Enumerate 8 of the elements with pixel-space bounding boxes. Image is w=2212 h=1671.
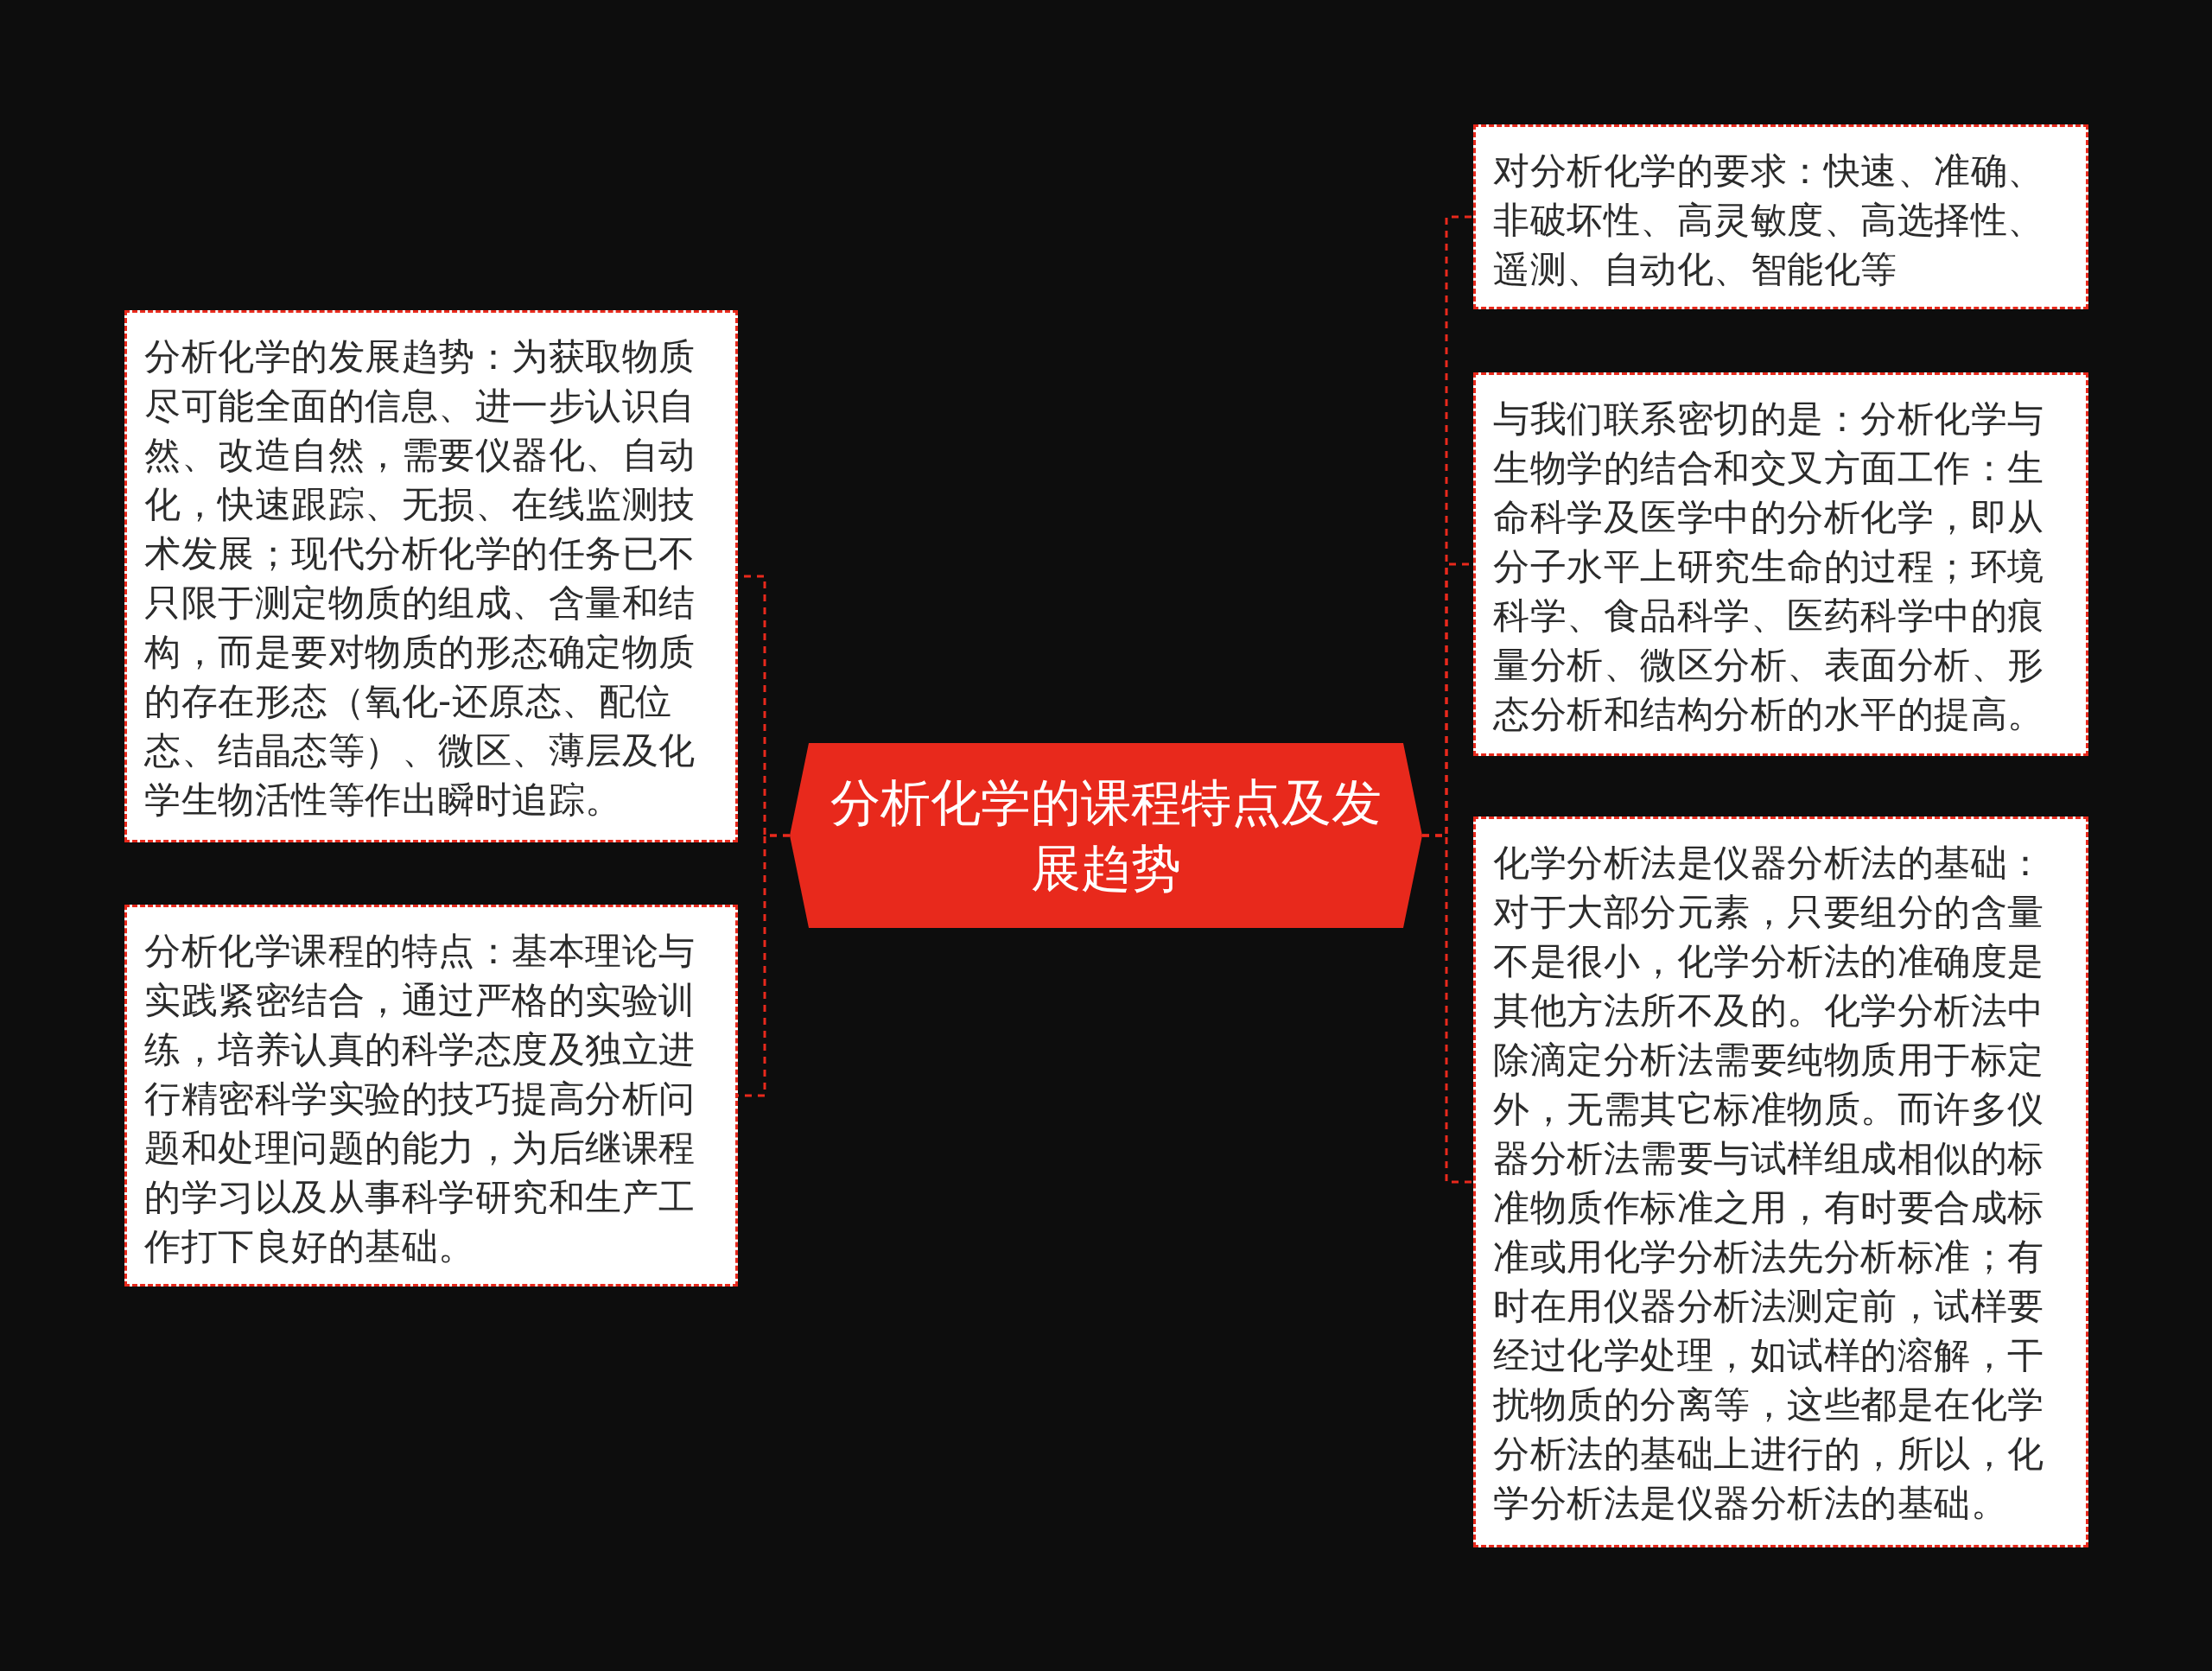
topic-text: 分析化学的课程特点及发展趋势 — [830, 772, 1382, 899]
text-box: 对分析化学的要求：快速、准确、非破坏性、高灵敏度、高选择性、遥测、自动化、智能化等 — [1473, 124, 2088, 309]
text-box: 与我们联系密切的是：分析化学与生物学的结合和交叉方面工作：生命科学及医学中的分析化学，即从分子水平上研究生命的过程；环境科学、食品科学、医药科学中的痕量分析、微区分析、表面分析、形态分析和结构分析的水平的提高。 — [1473, 372, 2088, 756]
text-box: 分析化学课程的特点：基本理论与实践紧密结合，通过严格的实验训练，培养认真的科学态度及独立进行精密科学实验的技巧提高分析问题和处理问题的能力，为后继课程的学习以及从事科学研究和生产工作打下良好的基础。 — [124, 905, 738, 1287]
text-box: 分析化学的发展趋势：为获取物质尽可能全面的信息、进一步认识自然、改造自然，需要仪器化、自动化，快速跟踪、无损、在线监测技术发展；现代分析化学的任务已不只限于测定物质的组成、含量和结构，而是要对物质的形态确定物质的存在形态（氧化-还原态、配位态、结晶态等）、微区、薄层及化学生物活性等作出瞬时追踪。 — [124, 310, 738, 842]
connector-line — [1422, 834, 1473, 1184]
text-box: 化学分析法是仪器分析法的基础：对于大部分元素，只要组分的含量不是很小，化学分析法的准确度是其他方法所不及的。化学分析法中除滴定分析法需要纯物质用于标定外，无需其它标准物质。而许多仪器分析法需要与试样组成相似的标准物质作标准之用，有时要合成标准或用化学分析法先分析标准；有时在用仪器分析法测定前，试样要经过化学处理，如试样的溶解，干扰物质的分离等，这些都是在化学分析法的基础上进行的，所以，化学分析法是仪器分析法的基础。 — [1473, 816, 2088, 1547]
topic-hexagon — [790, 743, 1422, 928]
